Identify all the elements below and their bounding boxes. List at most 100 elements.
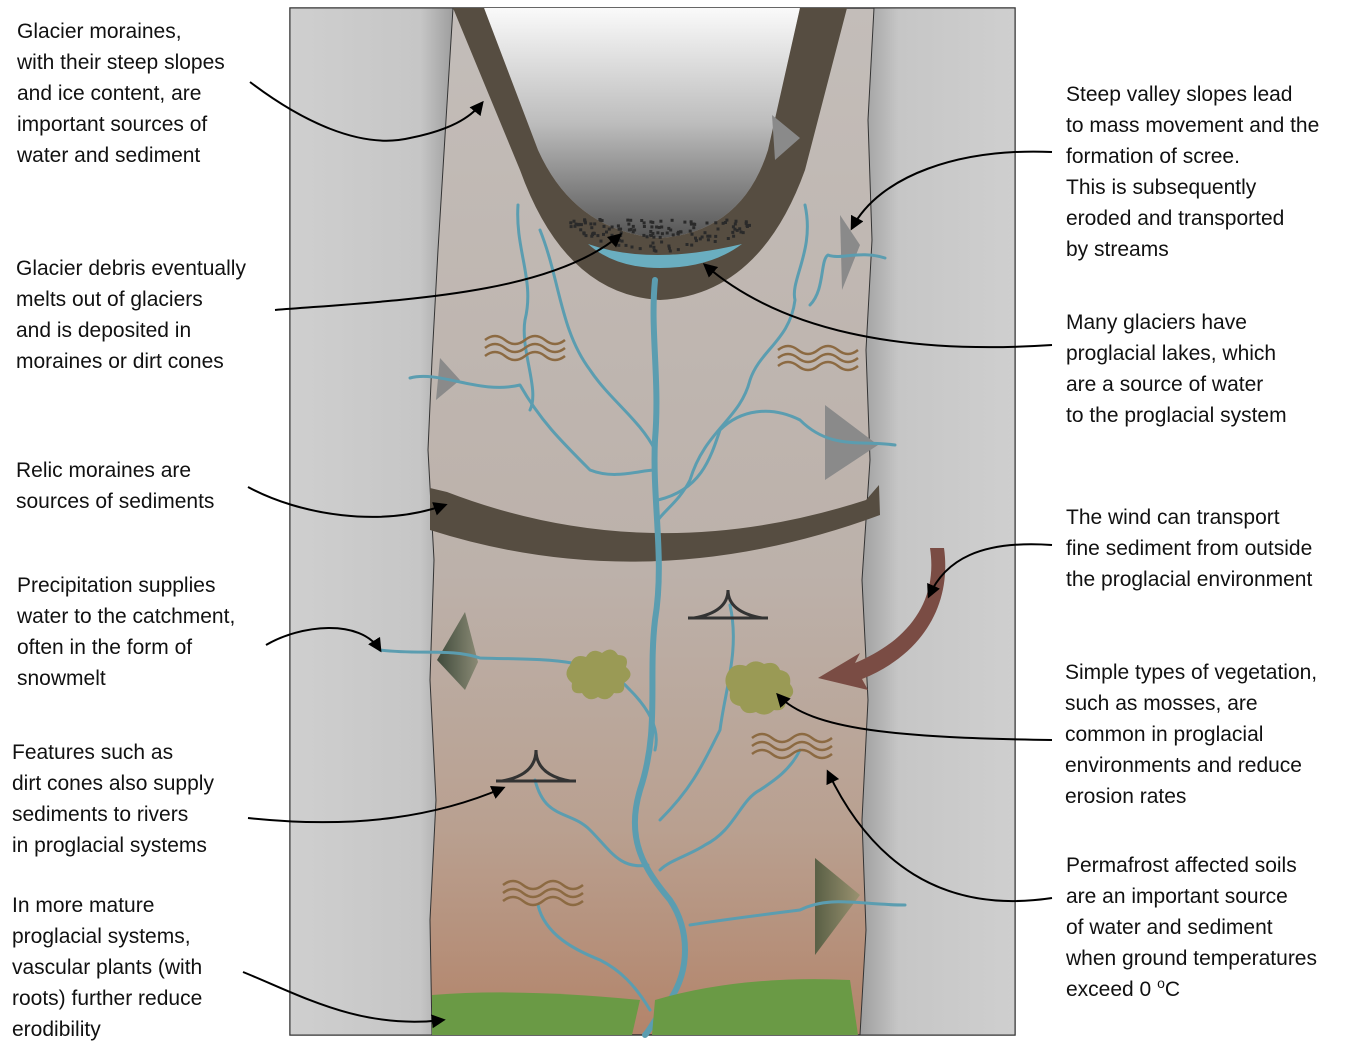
debris-particle [603,225,606,228]
debris-particle [640,219,643,222]
debris-particle [649,230,652,233]
debris-particle [578,223,581,226]
permafrost-temperature-line: exceed 0 oC [1066,974,1317,1005]
debris-particle [650,225,653,228]
debris-particle [608,228,611,231]
debris-particle [642,234,645,237]
debris-particle [643,225,646,228]
debris-particle [652,236,655,239]
debris-particle [714,235,717,238]
debris-particle [589,222,592,225]
debris-particle [596,234,599,237]
debris-particle [590,235,593,238]
debris-particle [620,231,623,234]
label-vascular-plants: In more mature proglacial systems, vascu… [12,890,202,1045]
debris-particle [582,231,585,234]
debris-particle [632,225,635,228]
debris-particle [714,240,717,243]
debris-particle [600,240,603,243]
debris-particle [727,237,730,240]
debris-particle [722,222,725,225]
debris-particle [695,239,698,242]
debris-particle [725,219,728,222]
debris-particle [706,222,709,225]
label-proglacial-lakes: Many glaciers have proglacial lakes, whi… [1066,307,1287,431]
debris-particle [569,221,572,224]
label-dirt-cones: Features such as dirt cones also supply … [12,737,214,861]
debris-particle [629,219,632,222]
debris-particle [669,250,672,253]
debris-particle [631,246,634,249]
label-precipitation: Precipitation supplies water to the catc… [17,570,235,694]
debris-particle [655,226,658,229]
debris-particle [706,235,709,238]
debris-particle [585,234,588,237]
debris-particle [649,220,652,223]
vascular-plant-patch [432,992,640,1035]
debris-particle [735,220,738,223]
debris-particle [639,247,642,250]
debris-particle [683,221,686,224]
debris-particle [693,223,696,226]
debris-particle [668,247,671,250]
debris-particle [746,225,749,228]
label-wind: The wind can transport fine sediment fro… [1066,502,1312,595]
debris-particle [611,234,614,237]
debris-particle [618,239,621,242]
debris-particle [692,226,695,229]
debris-particle [731,231,734,234]
debris-particle [659,220,662,223]
debris-particle [677,248,680,251]
debris-particle [690,223,693,226]
debris-particle [627,223,630,226]
label-glacier-moraines: Glacier moraines, with their steep slope… [17,16,225,171]
debris-particle [617,244,620,247]
debris-particle [579,228,582,231]
debris-particle [707,238,710,241]
debris-particle [619,228,622,231]
debris-particle [733,228,736,231]
debris-particle [689,230,692,233]
debris-particle [717,228,720,231]
debris-particle [570,225,573,228]
debris-particle [584,221,587,224]
debris-particle [661,232,664,235]
debris-particle [738,227,741,230]
debris-particle [617,224,620,227]
debris-particle [605,231,608,234]
debris-particle [573,220,576,223]
debris-particle [625,244,628,247]
debris-particle [649,245,652,248]
debris-particle [671,219,674,222]
debris-particle [691,233,694,236]
debris-particle [590,226,593,229]
debris-particle [593,222,596,225]
debris-particle [714,221,717,224]
debris-particle [602,233,605,236]
label-steep-slopes: Steep valley slopes lead to mass movemen… [1066,79,1319,265]
debris-particle [740,231,743,234]
debris-particle [667,227,670,230]
debris-particle [652,242,655,245]
debris-particle [734,223,737,226]
debris-particle [666,232,669,235]
debris-particle [598,218,601,221]
debris-particle [592,232,595,235]
right-valley-wall [860,8,1015,1035]
debris-particle [626,219,629,222]
label-vegetation: Simple types of vegetation, such as moss… [1065,657,1317,812]
debris-particle [656,231,659,234]
debris-particle [679,230,682,233]
debris-particle [704,231,707,234]
left-valley-wall [290,8,453,1035]
debris-particle [686,243,689,246]
label-permafrost: Permafrost affected soils are an importa… [1066,850,1317,1005]
debris-particle [701,236,704,239]
debris-particle [660,241,663,244]
debris-particle [621,240,624,243]
debris-particle [652,246,655,249]
debris-particle [575,223,578,226]
label-relic-moraines: Relic moraines are sources of sediments [16,455,214,517]
debris-particle [732,235,735,238]
debris-particle [659,236,662,239]
